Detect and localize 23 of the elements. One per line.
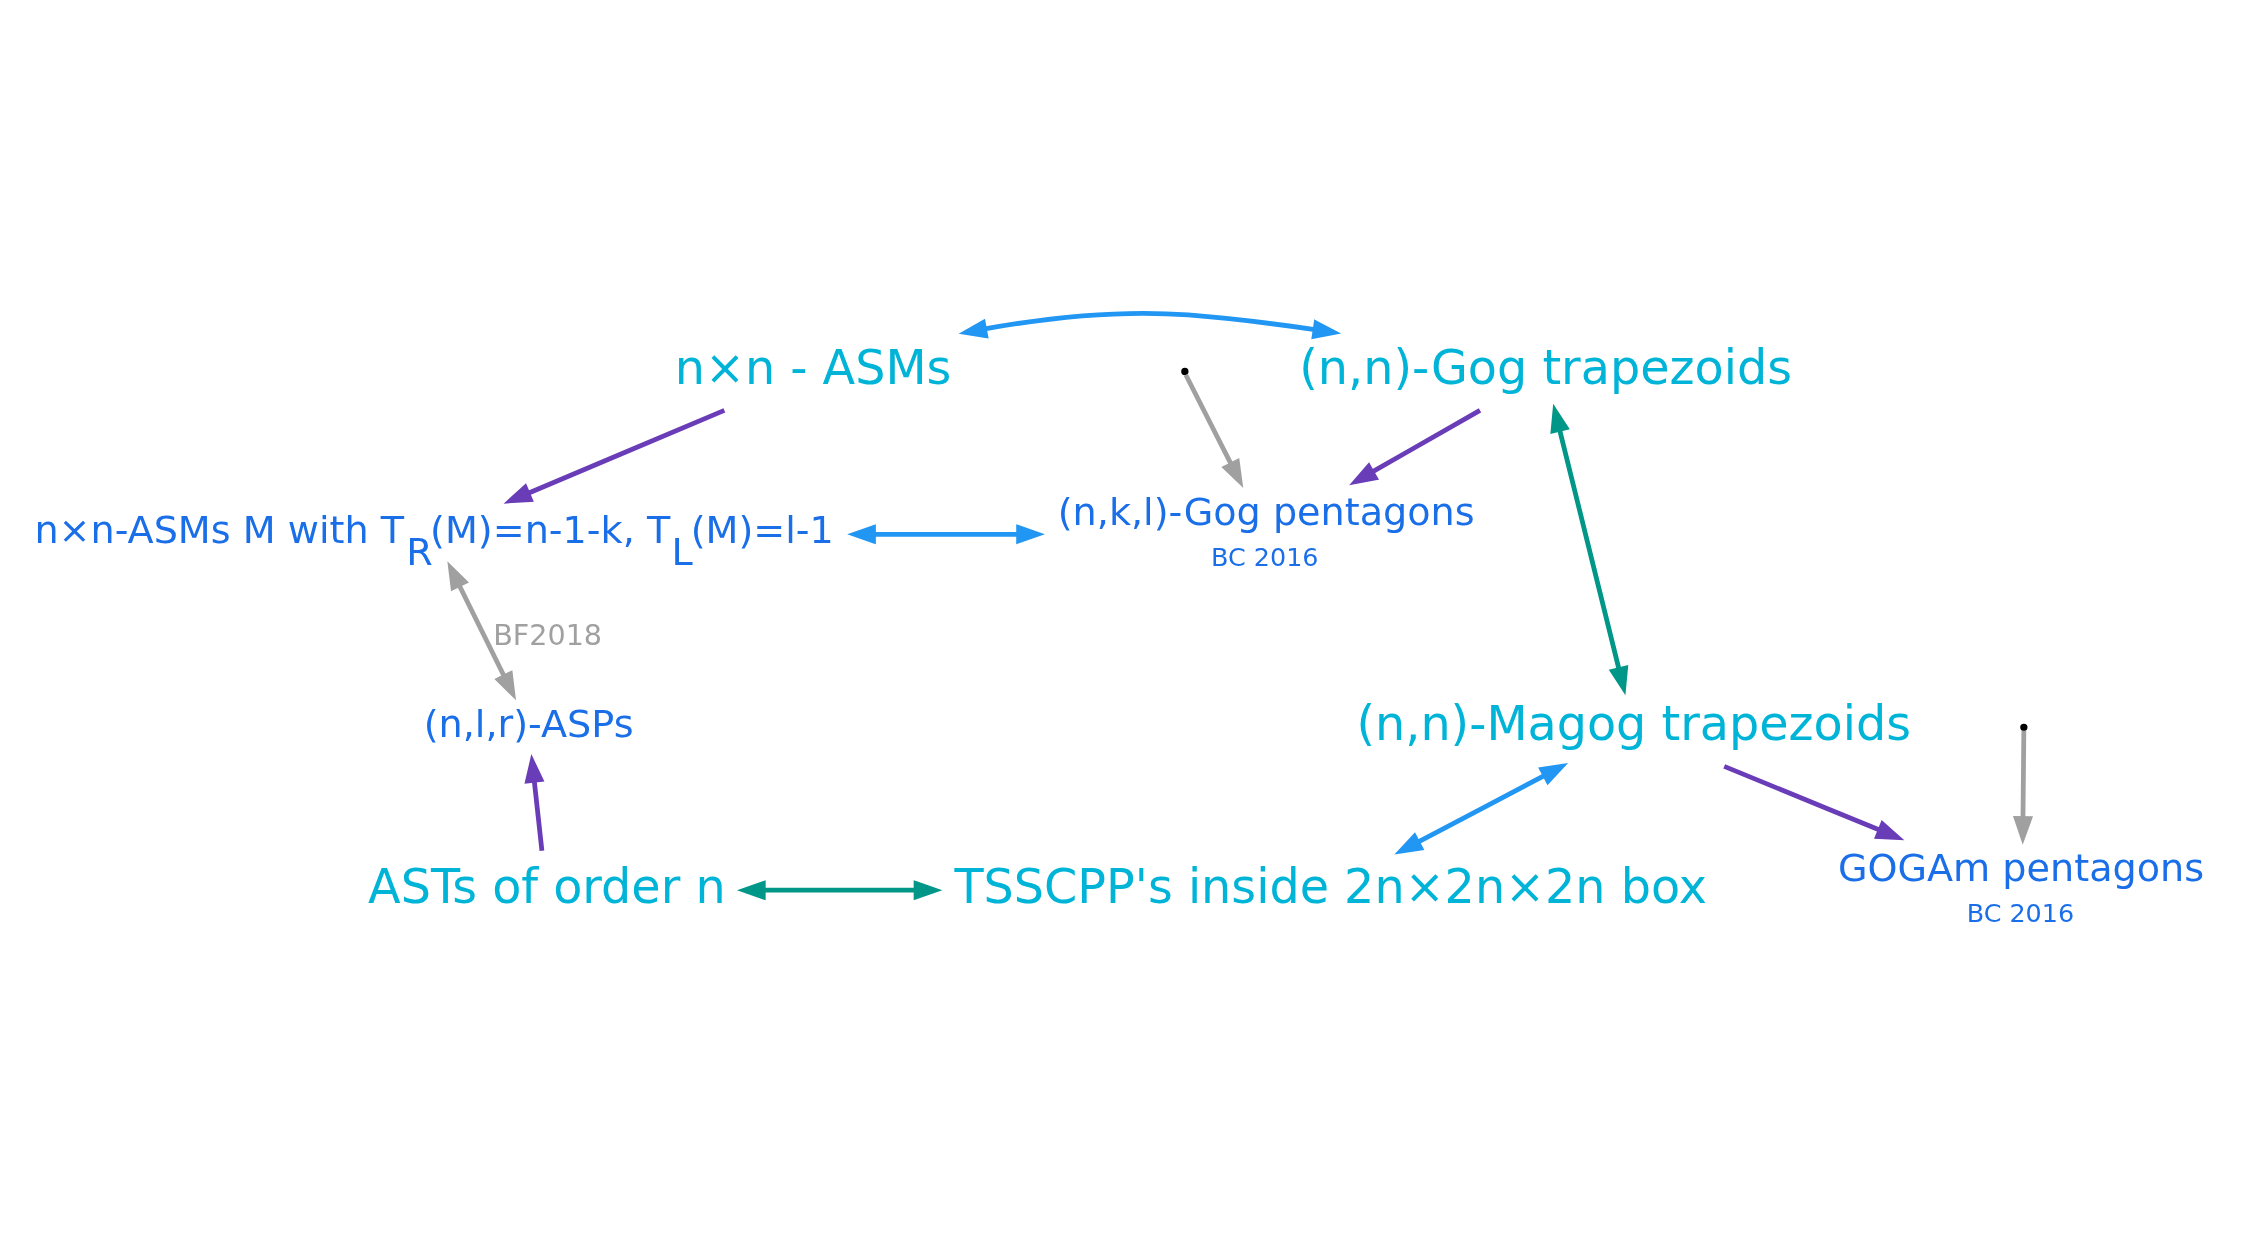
node-text: GOGAm pentagons <box>1837 845 2205 890</box>
node-text: TSSCPP's inside 2n×2n×2n box <box>954 858 1707 914</box>
node-text: (n,n)-Magog trapezoids <box>1356 696 1912 752</box>
node-text: ASTs of order n <box>368 858 726 914</box>
node-text: (n,l,r)-ASPs <box>423 702 634 747</box>
node-label: BC 2016 <box>1211 541 1319 572</box>
arrow <box>737 880 943 901</box>
arrow <box>1723 764 1905 841</box>
node-text: n×n - ASMs <box>674 340 952 396</box>
arrow <box>1183 373 1244 489</box>
arrow <box>958 310 1342 340</box>
node-label: BC 2016 <box>1966 897 2075 928</box>
arrow <box>524 754 545 851</box>
edge-label: BF2018 <box>493 617 603 652</box>
arrow <box>2012 730 2034 845</box>
arrow <box>1349 408 1482 486</box>
node-text: (n,k,l)-Gog pentagons <box>1057 490 1475 535</box>
arrow <box>447 561 517 701</box>
arrow <box>847 524 1045 545</box>
arrow <box>1550 403 1629 696</box>
arrow <box>1394 763 1569 855</box>
node-text: (n,n)-Gog trapezoids <box>1299 340 1792 396</box>
arrow <box>503 408 726 504</box>
